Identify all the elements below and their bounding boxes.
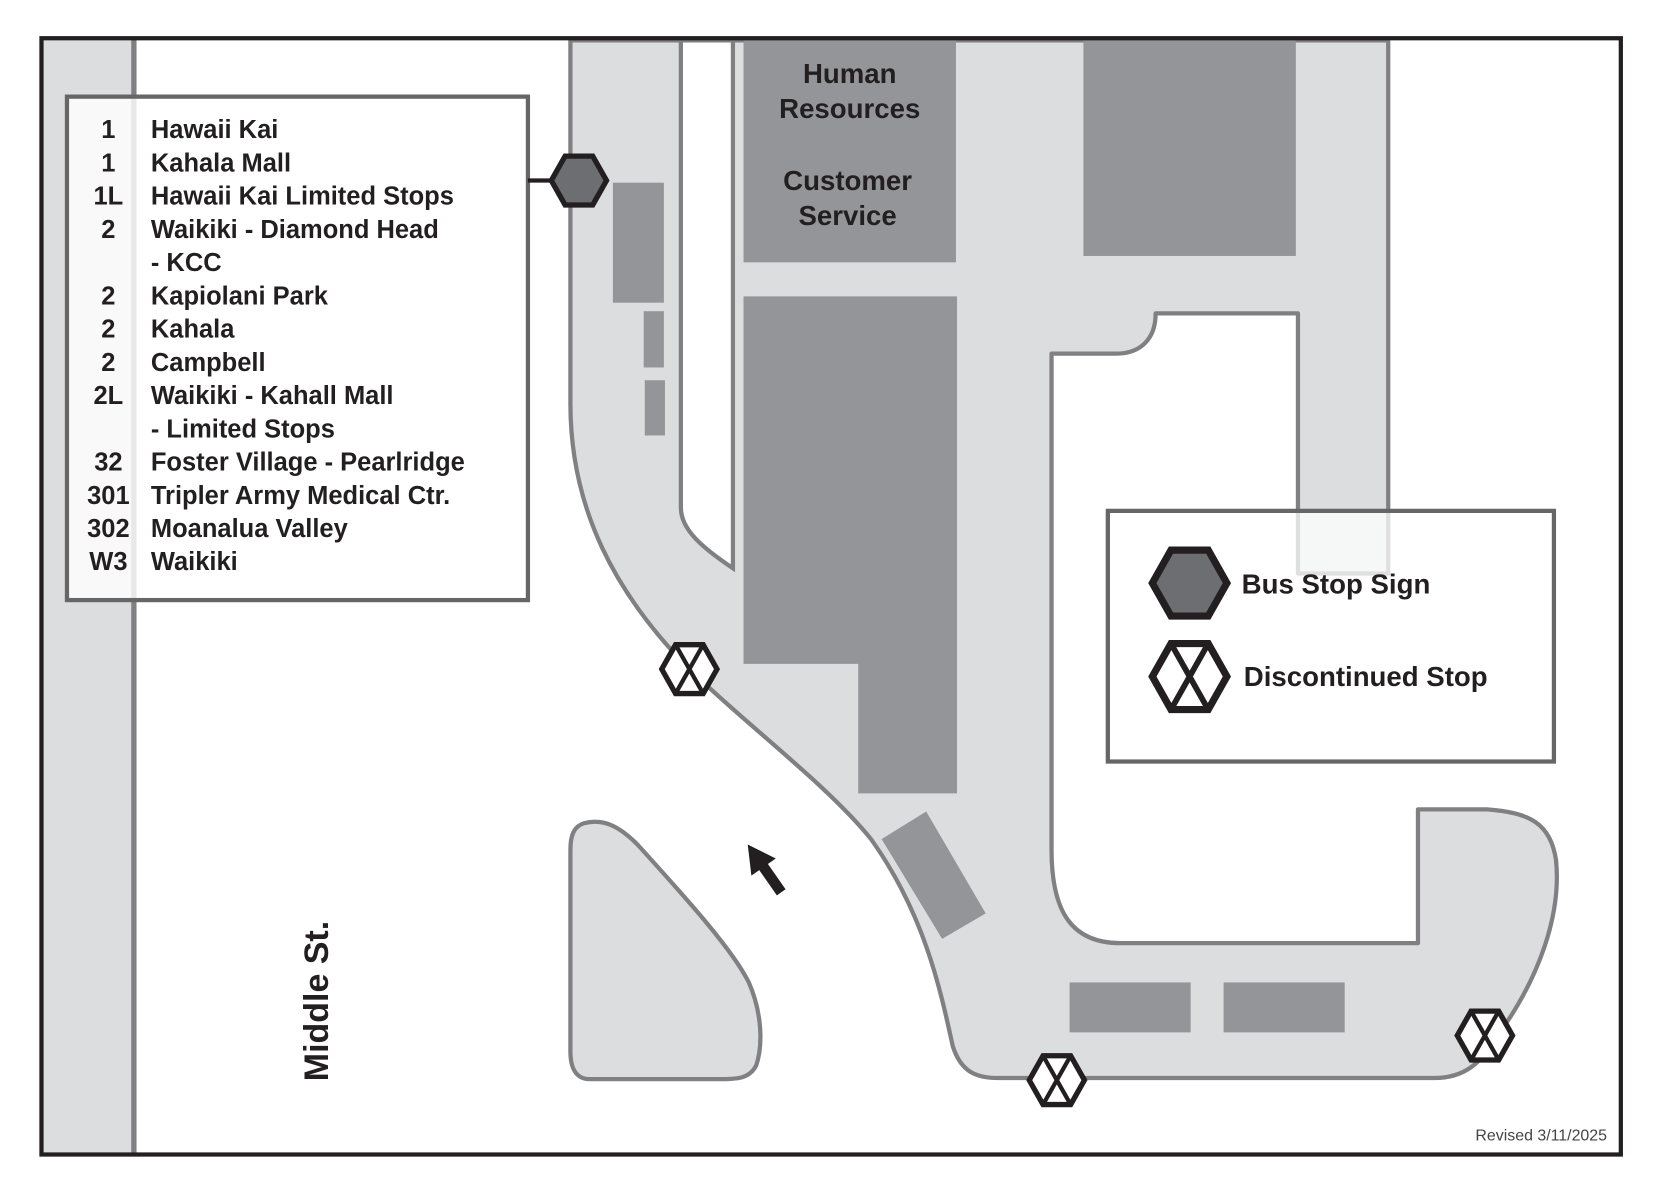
street-label: Middle St. bbox=[298, 921, 336, 1081]
route-number: 32 bbox=[94, 449, 122, 477]
route-name: Waikiki - Kahall Mall bbox=[151, 382, 394, 410]
parking-block bbox=[643, 311, 664, 368]
route-number: 1 bbox=[101, 149, 115, 177]
building-label: Customer bbox=[783, 165, 912, 196]
route-number: 301 bbox=[87, 482, 130, 510]
route-number: 2 bbox=[101, 349, 115, 377]
building-label: Service bbox=[798, 200, 896, 231]
parking-block bbox=[612, 182, 664, 303]
building-main bbox=[743, 296, 958, 794]
parking-block bbox=[1069, 982, 1191, 1033]
legend-bus-stop-label: Bus Stop Sign bbox=[1242, 569, 1431, 600]
route-number: W3 bbox=[89, 548, 127, 576]
route-name: Waikiki bbox=[151, 548, 238, 576]
route-name: Kahala bbox=[151, 316, 235, 344]
direction-arrow-icon bbox=[747, 844, 786, 896]
route-number: 302 bbox=[87, 515, 130, 543]
route-name: Campbell bbox=[151, 349, 266, 377]
route-number: 2 bbox=[101, 216, 115, 244]
legend-bus-stop-icon bbox=[1152, 550, 1227, 616]
route-number: 2 bbox=[101, 316, 115, 344]
route-name: Hawaii Kai Limited Stops bbox=[151, 183, 454, 211]
building-label: Resources bbox=[779, 93, 920, 124]
building-northeast bbox=[1083, 40, 1296, 256]
route-number: 1L bbox=[94, 183, 124, 211]
route-name: Kapiolani Park bbox=[151, 282, 329, 310]
parking-block bbox=[881, 811, 986, 939]
route-name: Waikiki - Diamond Head bbox=[151, 216, 439, 244]
route-name: - Limited Stops bbox=[151, 415, 335, 443]
building-label: Human bbox=[803, 58, 897, 89]
legend-discontinued-label: Discontinued Stop bbox=[1244, 661, 1488, 692]
route-number: 2L bbox=[94, 382, 124, 410]
map-legend: Bus Stop Sign Discontinued Stop bbox=[1105, 508, 1557, 764]
building-hr-customer-service bbox=[743, 40, 956, 263]
parking-block bbox=[1223, 982, 1345, 1033]
route-name: Kahala Mall bbox=[151, 149, 291, 177]
route-name: - KCC bbox=[151, 249, 222, 277]
parking-block bbox=[644, 380, 665, 436]
median-island bbox=[678, 38, 736, 573]
route-name: Foster Village - Pearlridge bbox=[151, 449, 465, 477]
legend-discontinued-icon bbox=[1152, 644, 1227, 710]
discontinued-stop-icon[interactable] bbox=[662, 645, 717, 694]
discontinued-stop-icon[interactable] bbox=[1029, 1056, 1084, 1105]
route-number: 2 bbox=[101, 282, 115, 310]
parking-island bbox=[568, 819, 763, 1082]
revised-date: Revised 3/11/2025 bbox=[1475, 1128, 1607, 1145]
route-name: Tripler Army Medical Ctr. bbox=[151, 482, 450, 510]
bus-stop-sign-icon[interactable] bbox=[551, 156, 606, 205]
route-name: Hawaii Kai bbox=[151, 116, 278, 144]
route-number: 1 bbox=[101, 116, 115, 144]
route-name: Moanalua Valley bbox=[151, 515, 349, 543]
discontinued-stop-icon[interactable] bbox=[1457, 1011, 1512, 1060]
